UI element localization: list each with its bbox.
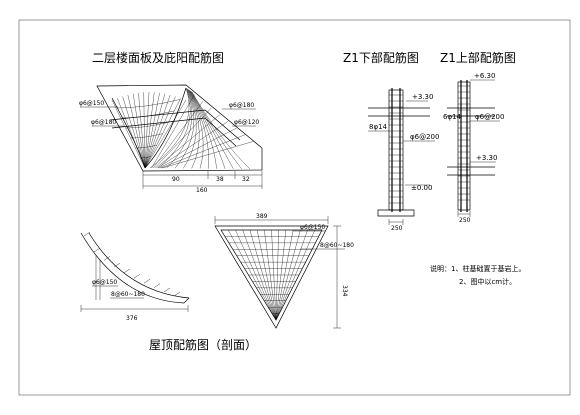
z1-lower-drawing: [368, 88, 430, 217]
z1-upper-drawing: [447, 80, 495, 212]
z1-upper-title: Z1上部配筋图: [440, 50, 516, 65]
slab-title: 二层楼面板及庇阳配筋图: [92, 50, 224, 65]
slab-label-right-top: φ6@180: [229, 102, 254, 109]
roof-sec-bar2: 8@60~180: [111, 291, 145, 298]
z1-lower-elev-bot: ±0.00: [411, 184, 432, 192]
z1-lower-dim: 250: [391, 225, 403, 232]
z1-upper-tie: φ6@200: [475, 113, 504, 121]
slab-dimensions: [142, 171, 263, 189]
z1-lower-title: Z1下部配筋图: [343, 50, 419, 65]
roof-title: 屋顶配筋图（剖面）: [149, 337, 257, 352]
slab-plan-drawing: [96, 84, 263, 172]
z1-lower-elev-top: +3.30: [412, 93, 433, 101]
z1-upper-dim: 250: [459, 217, 471, 224]
roof-section-drawing: [80, 231, 190, 304]
z1-lower-tie: φ6@200: [410, 133, 439, 141]
z1-upper-elev-bot: +3.30: [476, 154, 497, 162]
z1-upper-elev-top: +6.30: [474, 72, 495, 80]
note-line-1: 说明：1、柱基础置于基岩上。: [430, 264, 525, 273]
z1-lower-bar: 8φ14: [369, 123, 388, 131]
slab-label-right-bot: φ6@120: [234, 119, 259, 126]
roof-sec-dim: 376: [126, 315, 138, 322]
roof-plan-drawing: [214, 225, 329, 329]
note-line-2: 2、图中以cm计。: [459, 277, 516, 286]
roof-plan-dim-top: 389: [256, 213, 268, 220]
roof-plan-bar1: φ6@150: [300, 224, 325, 231]
slab-dim-160: 160: [196, 187, 208, 194]
roof-plan-dim-side: 334: [341, 285, 348, 297]
slab-dim-32: 32: [242, 176, 250, 183]
slab-dim-38: 38: [216, 176, 224, 183]
slab-label-left-bot: φ6@180: [91, 119, 116, 126]
roof-sec-bar1: φ6@150: [92, 279, 117, 286]
slab-dim-90: 90: [172, 176, 180, 183]
z1-upper-bar: 6φ14: [443, 113, 462, 121]
slab-label-left-top: φ6@150: [79, 100, 104, 107]
sheet-border: [18, 19, 571, 396]
